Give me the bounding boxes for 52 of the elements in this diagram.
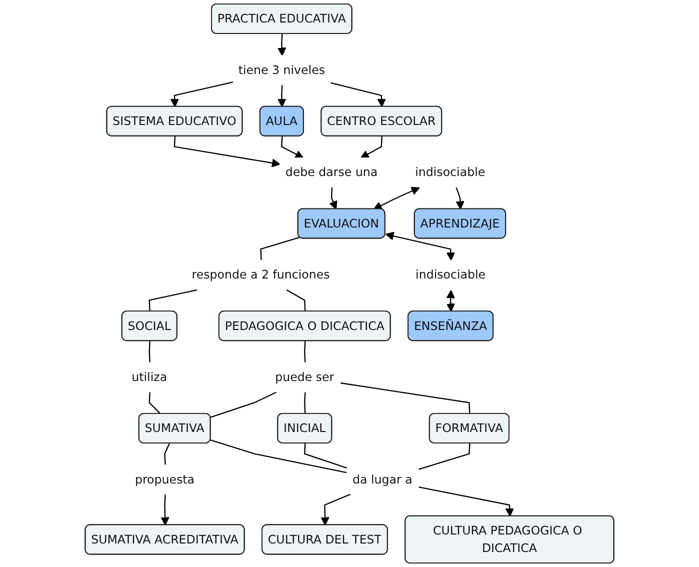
connector-line — [210, 392, 276, 418]
arrow — [329, 188, 338, 210]
connector-line — [148, 392, 161, 414]
node-label: propuesta — [134, 472, 195, 486]
arrow — [278, 85, 286, 108]
connector-line — [304, 443, 348, 469]
connector-line — [304, 341, 306, 363]
concept-box: AULA — [259, 106, 304, 136]
concept-box: PEDAGOGICA O DICACTICA — [218, 310, 391, 342]
connector-line — [148, 289, 198, 312]
connector-line — [418, 443, 470, 470]
concept-box: CULTURA DEL TEST — [262, 524, 388, 555]
node-label: debe darse una — [285, 165, 378, 180]
connector-line — [148, 341, 150, 363]
concept-box: PRACTICA EDUCATIVA — [211, 3, 352, 34]
connector-line — [304, 392, 306, 414]
concept-box: SOCIAL — [121, 310, 178, 342]
arrow — [170, 81, 234, 108]
node-label: puede ser — [275, 370, 334, 384]
arrow — [456, 187, 464, 210]
connector-line — [260, 236, 300, 260]
arrow — [160, 494, 170, 526]
connector-line — [164, 443, 170, 466]
concept-box: SUMATIVA — [138, 412, 211, 444]
concept-box: EVALUACION — [297, 208, 386, 239]
connector-line — [210, 439, 348, 474]
node-label: da lugar a — [352, 472, 412, 486]
arrow — [320, 494, 351, 526]
concept-box: FORMATIVA — [428, 412, 510, 444]
arrow — [278, 34, 286, 56]
arrow — [281, 136, 304, 158]
arrow — [418, 486, 514, 517]
node-label: utiliza — [132, 370, 168, 384]
linking-phrase: indisociable — [409, 158, 492, 188]
arrow — [174, 136, 280, 168]
arrow — [360, 136, 382, 158]
node-label: tiene 3 niveles — [238, 63, 326, 77]
arrow — [330, 82, 386, 108]
arrow — [385, 232, 456, 261]
concept-box: SISTEMA EDUCATIVO — [106, 106, 243, 136]
concept-box: APRENDIZAJE — [414, 208, 506, 239]
arrow — [373, 186, 420, 210]
concept-box: CULTURA PEDAGOGICA O DICATICA — [404, 515, 614, 564]
concept-box: ENSEÑANZA — [408, 310, 494, 342]
arrow — [446, 290, 456, 312]
concept-box: INICIAL — [277, 412, 332, 444]
concept-box: SUMATIVA ACREDITATIVA — [84, 524, 245, 555]
node-label: indisociable — [416, 268, 486, 282]
connector-line — [340, 382, 470, 414]
concept-box: CENTRO ESCOLAR — [320, 106, 442, 136]
node-label: responde a 2 funciones — [192, 268, 330, 282]
connector-line — [286, 289, 306, 312]
